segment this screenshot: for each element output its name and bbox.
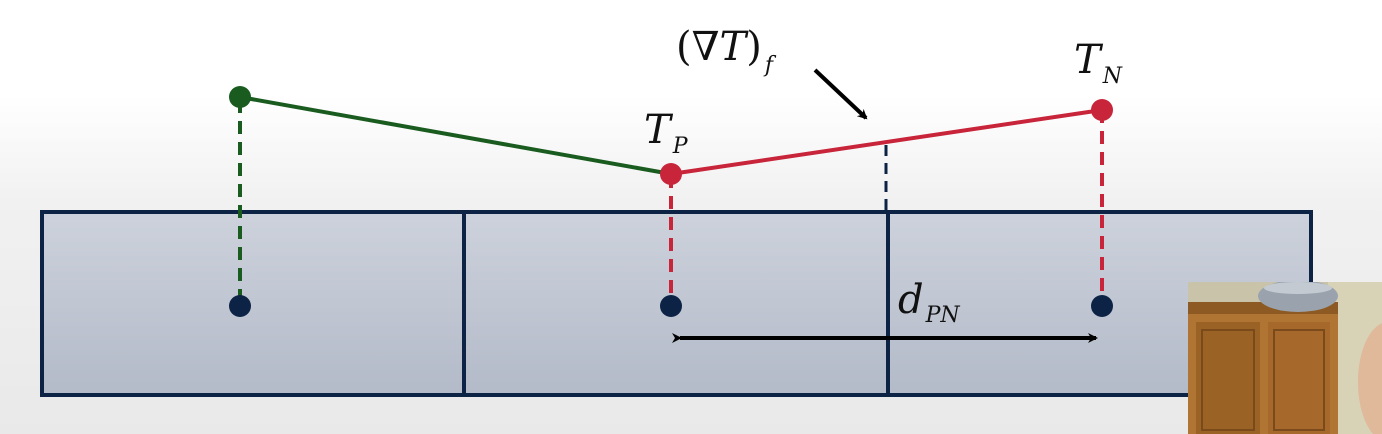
face-gradient-close: ) <box>746 24 762 70</box>
tn-label-main: T <box>1074 37 1104 83</box>
dpn-label-main: d <box>898 277 924 323</box>
dpn-label-subscript: PN <box>925 303 961 328</box>
green-value-point <box>229 86 251 108</box>
face-gradient-open: (∇ <box>676 24 720 70</box>
tp-label-subscript: P <box>672 134 689 159</box>
centroid-left <box>229 295 251 317</box>
cell-left <box>40 210 466 397</box>
face-gradient-var: T <box>720 24 750 70</box>
centroid-n <box>1091 295 1113 317</box>
tn-label-subscript: N <box>1102 64 1123 89</box>
tp-label: TP <box>644 107 689 159</box>
face-gradient-label: (∇T)f <box>676 24 777 78</box>
webcam-overlay <box>1188 282 1382 434</box>
tn-label: TN <box>1074 37 1123 89</box>
face-pointer-arrow <box>813 68 868 120</box>
face-gradient-subscript: f <box>763 53 777 78</box>
tn-value-point <box>1091 99 1113 121</box>
tp-value-point <box>660 163 682 185</box>
webcam-presenter <box>1358 323 1382 434</box>
red-value-line <box>670 108 1103 176</box>
green-value-line <box>239 95 672 176</box>
tp-label-main: T <box>644 107 674 153</box>
centroid-p <box>660 295 682 317</box>
dpn-label: dPN <box>898 277 960 328</box>
